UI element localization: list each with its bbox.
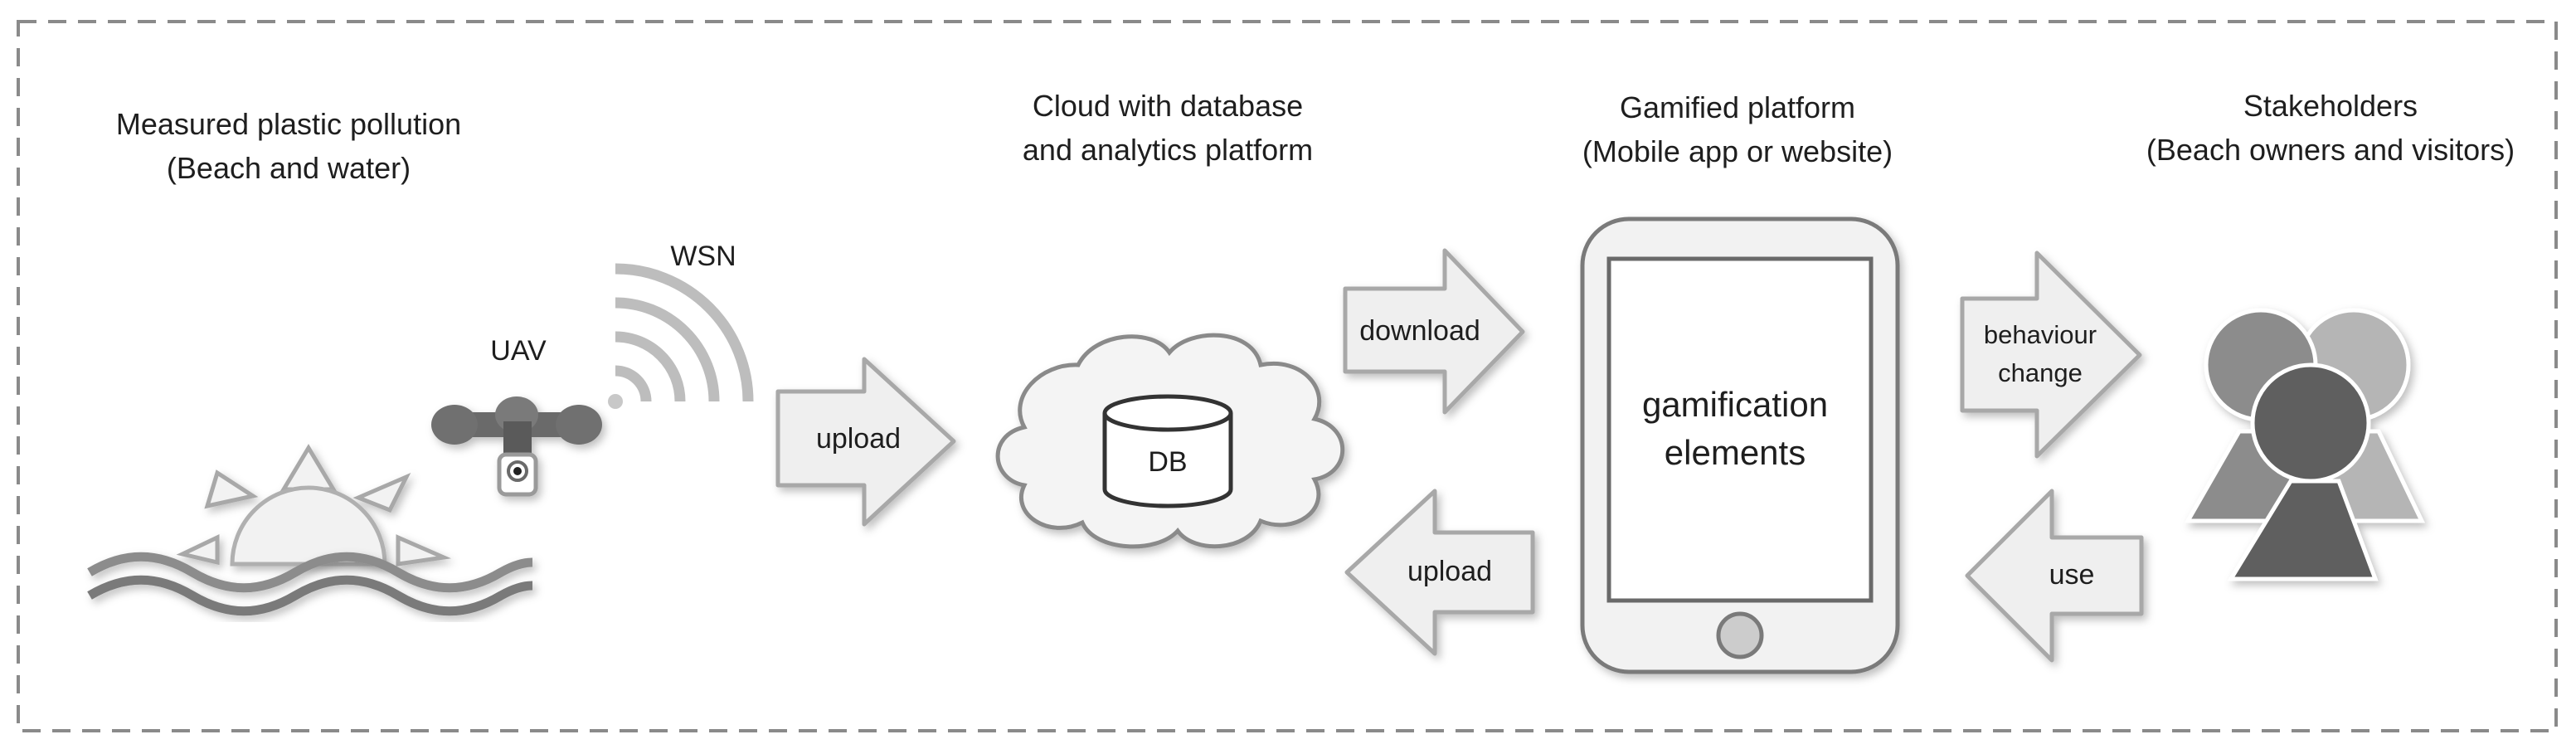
stakeholders-title: Stakeholders <box>2243 89 2418 123</box>
dashed-frame <box>17 20 2558 732</box>
stakeholders-subtitle: (Beach owners and visitors) <box>2146 133 2515 167</box>
cloud-title: Cloud with database <box>1033 89 1303 123</box>
download-arrow-label: download <box>1359 315 1480 347</box>
screen-label-line1: gamification <box>1642 385 1828 424</box>
beach-sun-icon <box>176 444 452 567</box>
pollution-subtitle: (Beach and water) <box>167 151 411 185</box>
use-arrow <box>1965 489 2144 663</box>
db-label: DB <box>1148 446 1187 478</box>
wsn-wireless-icon <box>608 263 754 409</box>
platform-subtitle: (Mobile app or website) <box>1582 134 1893 168</box>
upload-arrow-to-cloud <box>775 357 956 527</box>
tablet-device-icon <box>1580 216 1900 674</box>
behaviour-arrow-label-line2: change <box>1998 358 2083 387</box>
screen-label-line2: elements <box>1665 433 1806 472</box>
water-waves-icon <box>87 552 533 616</box>
use-arrow-label: use <box>2049 559 2095 591</box>
platform-title: Gamified platform <box>1620 90 1855 124</box>
upload-arrow-from-platform-label: upload <box>1407 556 1492 587</box>
pollution-title: Measured plastic pollution <box>116 107 461 141</box>
upload-arrow-to-cloud-label: upload <box>816 423 901 455</box>
wsn-label: WSN <box>670 241 736 272</box>
database-icon <box>1102 394 1233 508</box>
download-arrow <box>1343 248 1525 415</box>
behaviour-change-arrow <box>1960 250 2142 459</box>
cloud-subtitle: and analytics platform <box>1023 133 1313 167</box>
uav-drone-icon <box>431 396 602 497</box>
stakeholders-people-icon <box>2184 308 2425 581</box>
upload-arrow-from-platform <box>1344 489 1535 656</box>
uav-label: UAV <box>490 335 547 367</box>
behaviour-arrow-label-line1: behaviour <box>1984 320 2097 349</box>
